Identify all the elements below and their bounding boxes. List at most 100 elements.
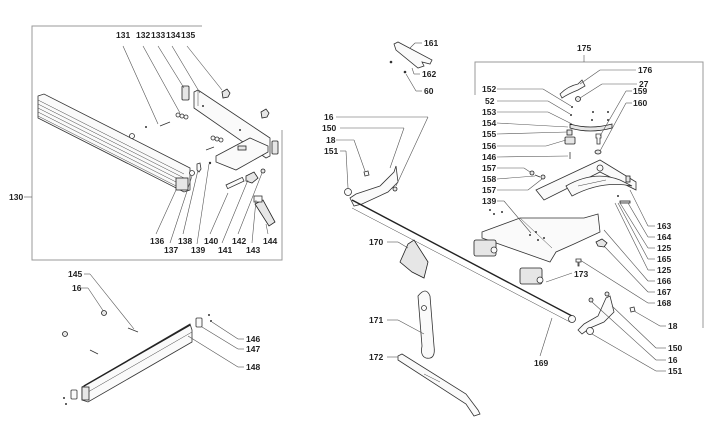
callout-139: 139 [191,245,205,255]
part-153-scale [569,123,613,132]
callout-146-rail: 146 [246,334,260,344]
part-16-nut-left [392,186,398,192]
callout-60: 60 [424,86,434,96]
miter-gauge-frame [474,61,704,328]
callout-146-miter: 146 [482,152,496,162]
part-159 [595,133,602,145]
part-158 [534,174,541,178]
part-nut-2 [62,331,68,337]
part-141 [245,171,259,184]
part-160 [594,149,602,155]
callout-154: 154 [482,118,496,128]
callout-18-right: 18 [668,321,678,331]
callout-131: 131 [116,30,130,40]
part-screw-2 [205,146,215,151]
part-138 [196,162,202,173]
callout-150-left: 150 [322,123,336,133]
callout-173: 173 [574,269,588,279]
callout-16-left: 16 [324,112,334,122]
part-135-b [260,108,270,119]
part-150-plate [349,165,399,207]
part-18-screw-left [363,170,370,177]
callout-151-left: 151 [324,146,338,156]
callout-165: 165 [657,254,671,264]
support-arm [481,209,601,263]
callout-148: 148 [246,362,260,372]
accessories-group: 170 171 172 [369,237,481,417]
part-screw-3 [63,397,65,399]
callout-172: 172 [369,352,383,362]
part-150-plate-right [577,295,615,335]
callout-133: 133 [151,30,165,40]
callout-176: 176 [638,65,652,75]
fence-assembly-frame [31,25,283,261]
part-146-screw-2 [210,320,212,322]
clamp-block-2 [519,267,544,285]
part-135-a [221,88,231,99]
fence-bracket [193,89,271,171]
callout-163: 163 [657,221,671,231]
bracket-161-group: 161 162 60 [389,38,438,96]
part-168 [575,258,582,267]
part-washer [129,133,135,139]
callout-159: 159 [633,86,647,96]
callout-157-a: 157 [482,163,496,173]
callout-142: 142 [232,236,246,246]
callout-161: 161 [424,38,438,48]
callout-153: 153 [482,107,496,117]
callout-166: 166 [657,276,671,286]
callout-27: 27 [639,79,649,89]
callout-147: 147 [246,344,260,354]
part-145-bolt [127,327,139,333]
callout-170: 170 [369,237,383,247]
part-170-blade-guard [399,239,429,279]
callout-132: 132 [136,30,150,40]
callout-139-miter: 139 [482,196,496,206]
part-131-screw [159,121,171,127]
part-151-bushing-right [586,327,594,335]
callout-155: 155 [482,129,496,139]
part-nut-a [389,60,393,64]
callout-18-left: 18 [326,135,336,145]
part-bolt-2 [89,349,99,355]
rod-169: 169 [351,199,576,368]
callout-16-right: 16 [668,355,678,365]
callout-138: 138 [178,236,192,246]
callout-162: 162 [422,69,436,79]
callout-136: 136 [150,236,164,246]
part-157-b [540,174,546,180]
miter-gauge-body [535,159,637,204]
callout-150-right: 150 [668,343,682,353]
part-16-nut [101,310,107,316]
part-142 [260,168,266,174]
part-end-cap [271,140,279,155]
callout-169: 169 [534,358,548,368]
part-140-pin [225,176,245,190]
part-176-handle [559,79,586,99]
callout-134: 134 [166,30,180,40]
part-133 [181,85,190,101]
fence-profile [37,93,191,193]
callout-141: 141 [218,245,232,255]
part-146-screw [208,314,210,316]
right-mount-group: 18 150 16 151 [577,291,682,376]
part-151-bushing [344,188,352,196]
part-60 [403,70,407,74]
part-screw-4 [65,403,67,405]
callout-156: 156 [482,141,496,151]
callout-144: 144 [263,236,277,246]
left-mount-group: 16 150 18 151 [322,112,429,207]
part-147-end-cap [195,317,203,328]
part-18-screw-right [629,306,636,313]
part-155 [566,129,573,136]
callout-157-b: 157 [482,185,496,195]
part-144-handle [254,199,276,227]
callout-164: 164 [657,232,671,242]
callout-168: 168 [657,298,671,308]
part-172-push-stick [397,353,481,417]
callout-158: 158 [482,174,496,184]
callout-16-rail: 16 [72,283,82,293]
miter-gauge-group: 175 176 27 152 52 153 154 155 [473,43,704,328]
callout-130: 130 [9,192,23,202]
